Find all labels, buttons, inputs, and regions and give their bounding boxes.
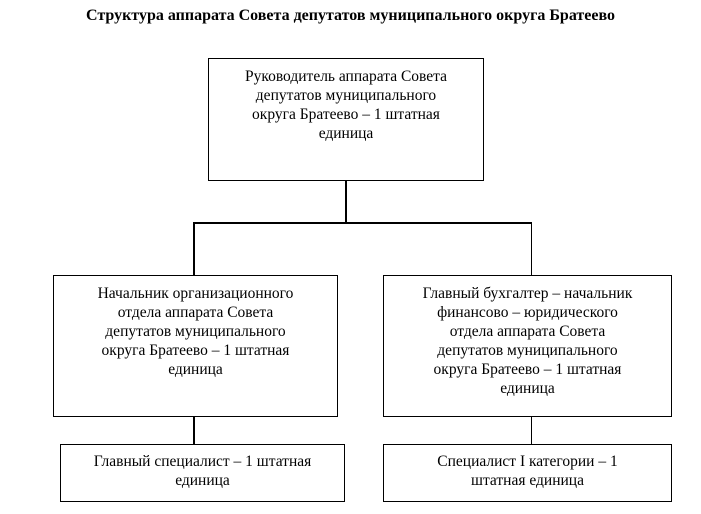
diagram-title: Структура аппарата Совета депутатов муни… — [86, 7, 615, 24]
node-specialist-1st-category: Специалист I категории – 1 штатная едини… — [383, 444, 672, 502]
connector-right-child — [530, 416, 532, 444]
node-head-of-staff: Руководитель аппарата Совета депутатов м… — [208, 58, 484, 181]
node-chief-accountant: Главный бухгалтер – начальник финансово … — [383, 275, 672, 417]
connector-left-branch — [193, 222, 195, 275]
connector-branch-horizontal — [193, 222, 532, 224]
connector-right-branch — [530, 222, 532, 275]
node-chief-specialist: Главный специалист – 1 штатная единица — [60, 444, 345, 502]
node-org-dept-head: Начальник организационного отдела аппара… — [53, 275, 338, 417]
connector-left-child — [193, 416, 195, 444]
connector-root-stem — [345, 181, 347, 223]
